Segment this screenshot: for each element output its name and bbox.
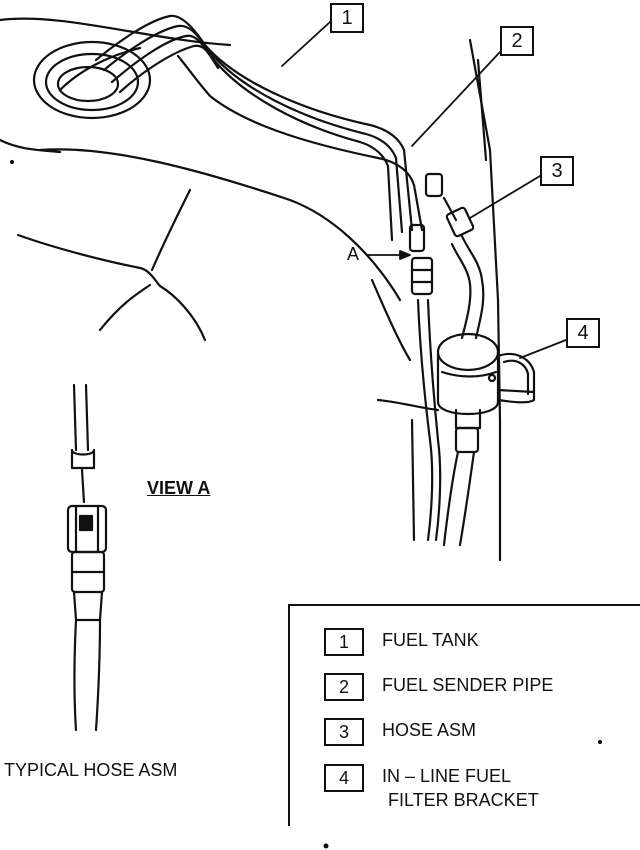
legend-number: 1 bbox=[324, 628, 364, 656]
legend-label: FUEL SENDER PIPE bbox=[382, 675, 554, 695]
callout-2: 2 bbox=[500, 26, 534, 56]
legend-number: 2 bbox=[324, 673, 364, 701]
legend-item-filter-bracket: 4 IN – LINE FUEL FILTER BRACKET bbox=[324, 764, 539, 812]
hose-assembly bbox=[442, 196, 485, 340]
callout-leaders bbox=[281, 21, 567, 359]
typical-hose-caption: TYPICAL HOSE ASM bbox=[4, 760, 178, 780]
legend-number: 3 bbox=[324, 718, 364, 746]
fuel-tank-outline bbox=[0, 17, 440, 412]
callout-4: 4 bbox=[566, 318, 600, 348]
legend-number: 4 bbox=[324, 764, 364, 792]
inline-fuel-filter bbox=[436, 332, 500, 547]
pipe-connectors bbox=[408, 172, 444, 296]
view-a-hose-detail bbox=[66, 383, 108, 732]
legend-box: 1 FUEL TANK 2 FUEL SENDER PIPE 3 HOSE AS… bbox=[288, 604, 640, 826]
legend-label: FUEL TANK bbox=[382, 630, 479, 650]
legend-label: IN – LINE FUEL FILTER BRACKET bbox=[382, 764, 539, 812]
filter-bracket bbox=[496, 352, 536, 404]
fuel-sender-pipe bbox=[94, 14, 442, 542]
frame-rail bbox=[468, 38, 502, 562]
legend-item-hose-asm: 3 HOSE ASM bbox=[324, 718, 476, 746]
legend-label-line1: IN – LINE FUEL bbox=[382, 766, 512, 786]
legend-item-fuel-tank: 1 FUEL TANK bbox=[324, 628, 479, 656]
legend-label: HOSE ASM bbox=[382, 720, 477, 740]
legend-item-fuel-sender-pipe: 2 FUEL SENDER PIPE bbox=[324, 673, 553, 701]
callout-1: 1 bbox=[330, 3, 364, 33]
callout-3: 3 bbox=[540, 156, 574, 186]
view-marker-a: A bbox=[347, 244, 360, 264]
legend-label-line2: FILTER BRACKET bbox=[388, 790, 539, 810]
view-a-title: VIEW A bbox=[147, 478, 211, 498]
